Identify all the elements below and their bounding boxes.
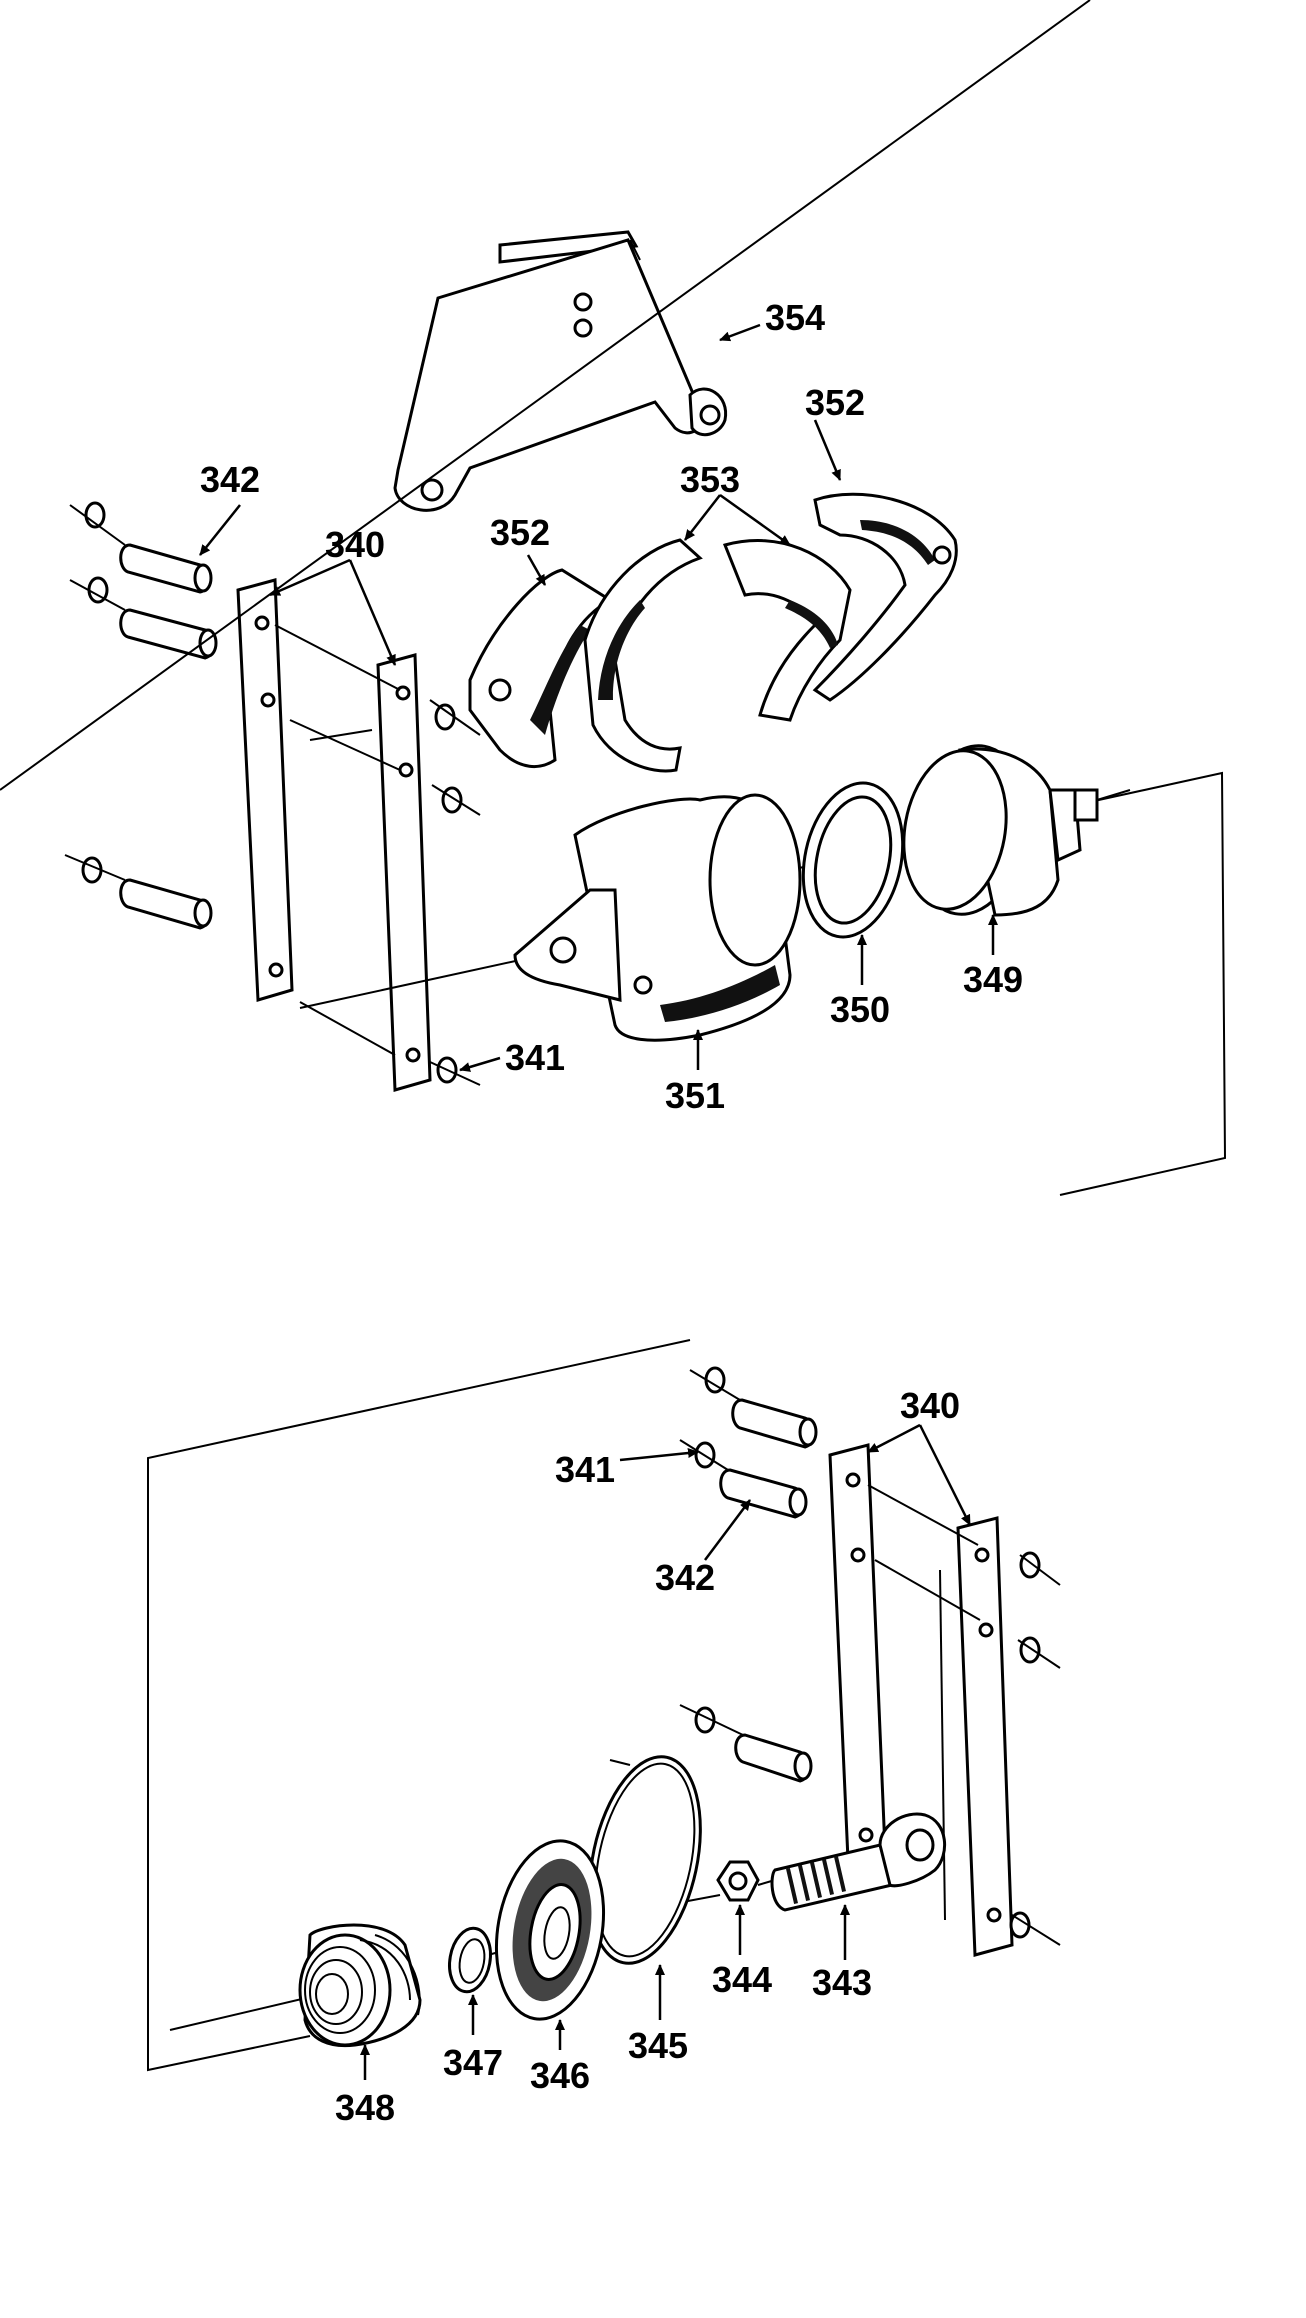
link-plate-340-lower-back [828,1443,887,1862]
hub-349 [902,744,1131,917]
label-340-upper: 340 [325,524,385,565]
label-346: 346 [530,2055,590,2096]
brake-shoe-352-left [468,568,613,769]
pin-342-upper-2 [119,608,218,660]
upper-leaders [199,323,998,1072]
label-347: 347 [443,2042,503,2083]
label-341-upper: 341 [505,1037,565,1078]
label-340-lower: 340 [900,1385,960,1426]
snap-ring-345 [588,1755,702,1965]
lining-353-left [583,538,703,773]
lower-plane-outline [147,1339,691,2072]
link-plate-340-upper-front [376,653,432,1092]
pin-342-lower-2 [719,1468,808,1519]
label-352-right: 352 [805,382,865,423]
ring-347 [448,1926,492,1994]
label-348: 348 [335,2087,395,2128]
label-344: 344 [712,1959,772,2000]
label-353: 353 [680,459,740,500]
link-plate-340-lower-front [956,1516,1014,1957]
washer-346 [494,1839,606,2021]
lower-assembly [147,1339,1061,2080]
link-plate-340-upper-back [236,578,294,1002]
brake-shoe-352-right [812,492,958,702]
nut-344 [716,1860,760,1902]
label-350: 350 [830,989,890,1030]
spring-348 [298,1923,422,2048]
part-number-labels: 354 352 353 352 342 340 341 351 350 349 … [200,297,1023,2128]
label-349: 349 [963,959,1023,1000]
pin-342-upper-1 [119,543,213,594]
upper-assembly [0,0,1227,1196]
label-352-left: 352 [490,512,550,553]
eye-bolt-343 [770,1812,947,1912]
label-341-lower: 341 [555,1449,615,1490]
upper-plane-outline [1059,771,1227,1196]
label-342-upper: 342 [200,459,260,500]
bracket-354 [393,230,728,512]
label-345: 345 [628,2025,688,2066]
lining-353-right [722,539,852,722]
pin-342-lower-1 [731,1398,818,1449]
lower-leaders [360,1423,972,2080]
pin-342-lower-3 [734,1733,813,1783]
ring-350 [801,781,905,939]
label-351: 351 [665,1075,725,1116]
label-342-lower: 342 [655,1557,715,1598]
drum-351 [513,793,802,1042]
label-343: 343 [812,1962,872,2003]
label-354: 354 [765,297,825,338]
pin-342-upper-3 [119,878,213,930]
